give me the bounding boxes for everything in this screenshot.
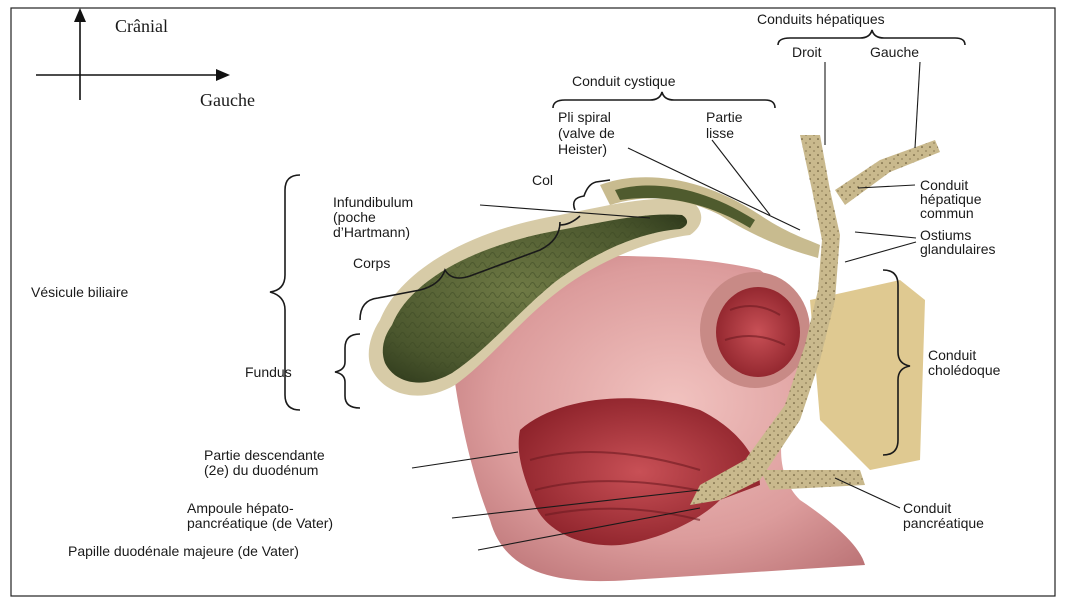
fundus-label: Fundus (245, 364, 292, 380)
glandular-ostia-label-2: glandulaires (920, 241, 996, 257)
infundibulum-label-1: Infundibulum (333, 194, 413, 210)
gallbladder-label: Vésicule biliaire (31, 284, 128, 300)
cystic-duct-brace (553, 92, 775, 108)
orientation-cranial-label: Crânial (115, 16, 168, 36)
pancreatic-duct-label-2: pancréatique (903, 515, 984, 531)
neck-label: Col (532, 172, 553, 188)
duodenum-label-1: Partie descendante (204, 447, 325, 463)
ampulla-label-1: Ampoule hépato- (187, 500, 294, 516)
cystic-duct-label: Conduit cystique (572, 73, 676, 89)
smooth-part-label-1: Partie (706, 109, 743, 125)
hepatic-ducts-brace (778, 30, 965, 45)
left-hepatic-duct-label: Gauche (870, 44, 919, 60)
ampulla-label-2: pancréatique (de Vater) (187, 515, 333, 531)
pancreatic-duct-label-1: Conduit (903, 500, 951, 516)
spiral-fold-label-3: Heister) (558, 141, 607, 157)
spiral-fold-label-1: Pli spiral (558, 109, 611, 125)
infundibulum-label-2: (poche (333, 209, 376, 225)
infundibulum-label-3: d’Hartmann) (333, 224, 410, 240)
common-bile-duct-label-1: Conduit (928, 347, 976, 363)
duodenum-label-2: (2e) du duodénum (204, 462, 318, 478)
common-bile-duct-label-2: cholédoque (928, 362, 1001, 378)
hepatic-ducts-label: Conduits hépatiques (757, 11, 885, 27)
right-hepatic-duct-label: Droit (792, 44, 822, 60)
fundus-brace (335, 334, 360, 408)
major-papilla-label: Papille duodénale majeure (de Vater) (68, 543, 299, 559)
common-hepatic-duct-label-3: commun (920, 205, 974, 221)
body-label: Corps (353, 255, 390, 271)
orientation-left-label: Gauche (200, 90, 255, 110)
smooth-part-label-2: lisse (706, 125, 734, 141)
spiral-fold-label-2: (valve de (558, 125, 615, 141)
